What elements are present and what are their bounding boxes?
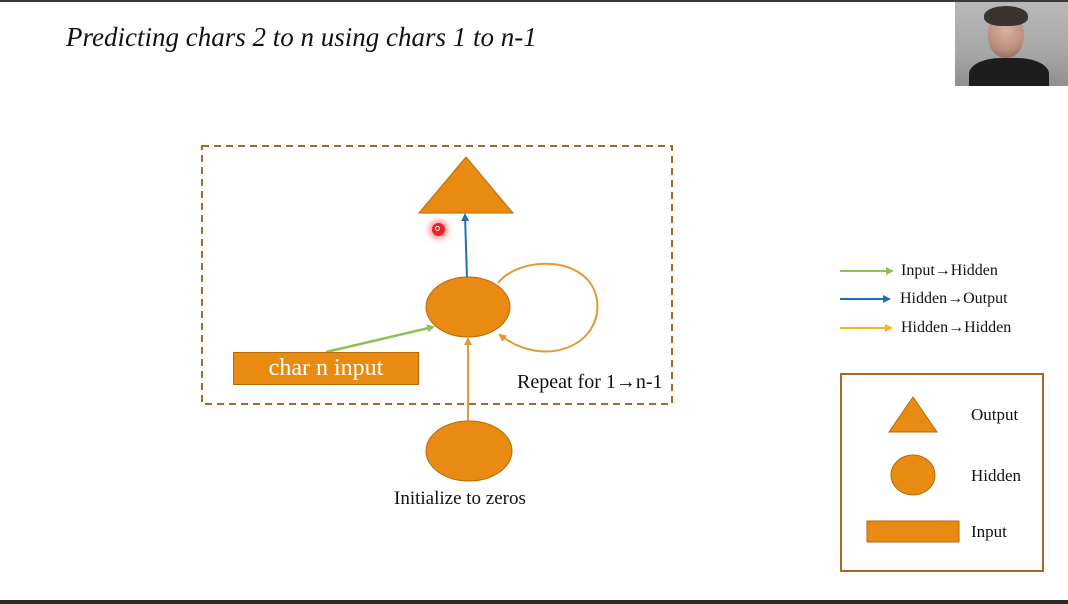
- rectangle-icon: [866, 520, 960, 543]
- hidden-to-output-arrow: [461, 213, 470, 279]
- bottom-border: [0, 600, 1068, 604]
- legend-label-hidden-output: Hidden→Output: [900, 290, 1008, 307]
- presenter-hair: [984, 6, 1028, 26]
- repeat-label: Repeat for 1→n-1: [517, 371, 663, 393]
- legend-label-output: Output: [971, 405, 1019, 424]
- slide-title: Predicting chars 2 to n using chars 1 to…: [66, 22, 537, 52]
- presenter-body: [969, 58, 1049, 86]
- input-to-hidden-arrow: [325, 324, 435, 354]
- legend-label-input-hidden: Input→Hidden: [901, 262, 998, 279]
- init-label: Initialize to zeros: [394, 488, 526, 509]
- hidden-recurrent-loop: [497, 262, 599, 353]
- circle-icon: [890, 454, 936, 496]
- presenter-webcam: [955, 2, 1068, 86]
- char-input-box: char n input: [233, 352, 419, 385]
- shape-legend-box: [840, 373, 1044, 572]
- hidden-node: [425, 276, 511, 338]
- legend-label-hidden: Hidden: [971, 466, 1022, 485]
- output-triangle: [417, 156, 515, 214]
- initial-hidden-node: [425, 420, 513, 482]
- legend-label-input: Input: [971, 522, 1007, 541]
- top-border: [0, 0, 1068, 2]
- legend-label-hidden-hidden: Hidden→Hidden: [901, 319, 1012, 336]
- repeat-region-border: [201, 145, 673, 405]
- triangle-icon: [888, 396, 938, 433]
- laser-pointer: [432, 223, 445, 236]
